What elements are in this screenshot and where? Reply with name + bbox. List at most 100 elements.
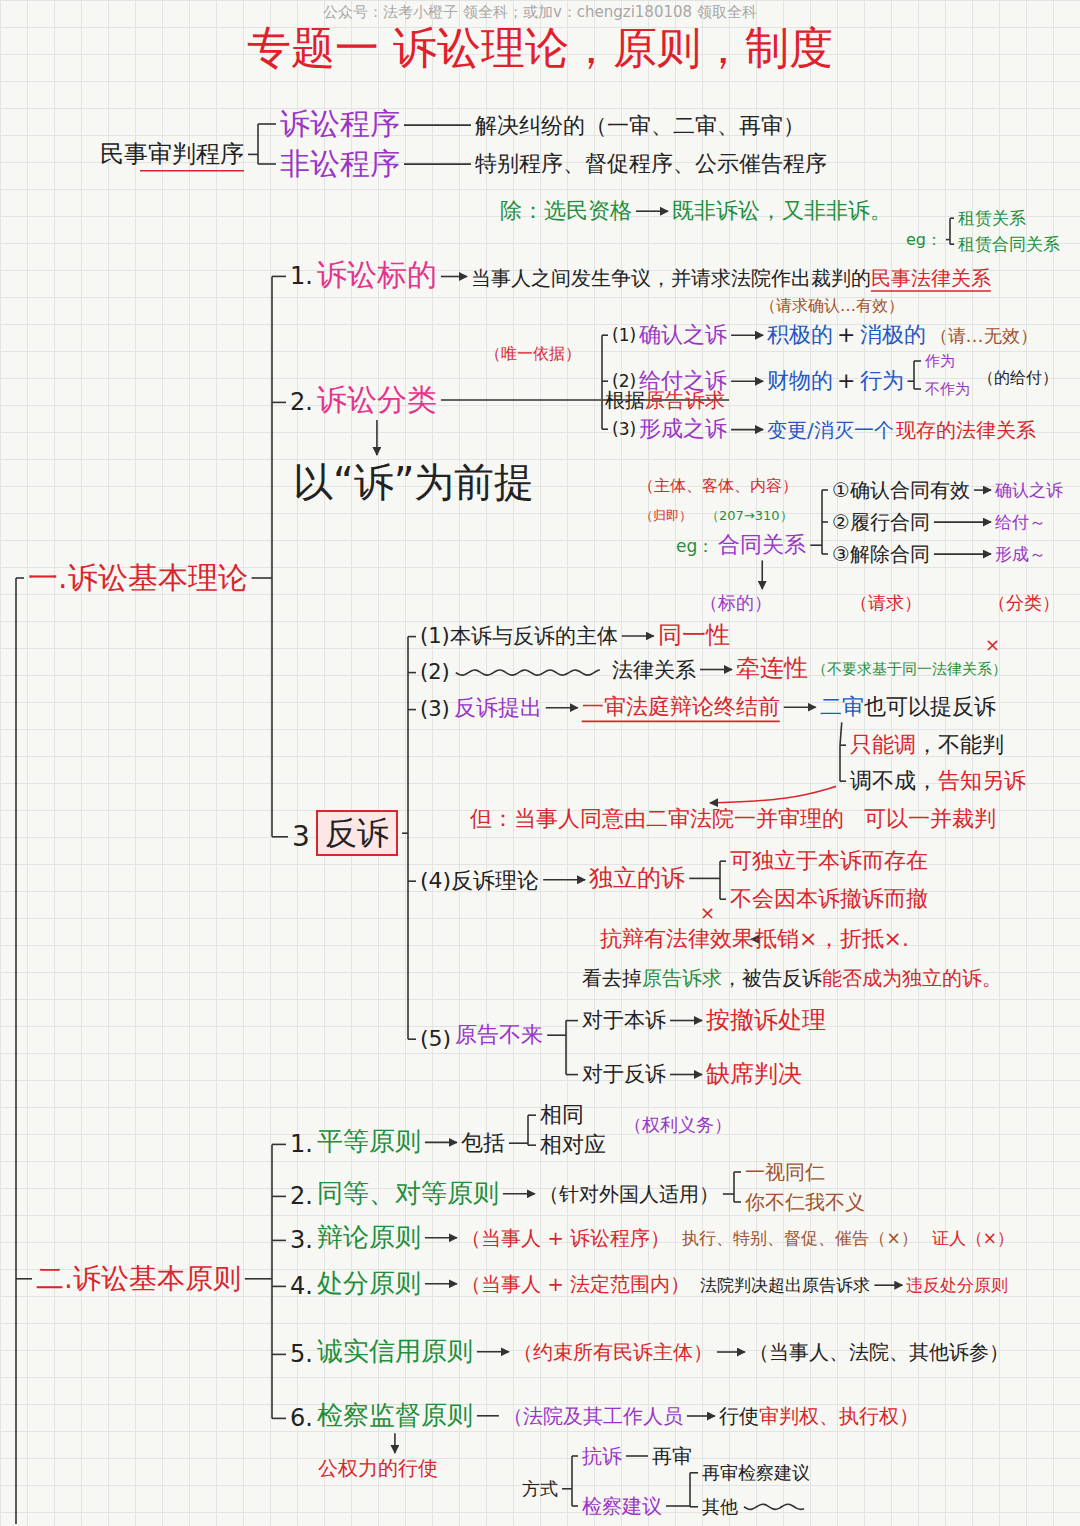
note-text: 可独立于本诉而存在: [730, 848, 928, 874]
note-text: 不作为: [925, 380, 970, 398]
note-text: 租赁合同关系: [958, 234, 1060, 254]
note-text: 反诉提出: [454, 695, 542, 721]
bracket-tick: [16, 577, 24, 579]
note-text: 只能调: [850, 732, 916, 758]
bracket-tick: [408, 1038, 416, 1040]
bracket-tick: [734, 1201, 741, 1203]
bracket-tick: [602, 428, 608, 430]
bracket-stem: [562, 1488, 572, 1490]
note-text: 辩论原则: [317, 1222, 421, 1253]
note-text: 你不仁我不义: [745, 1190, 865, 1214]
bracket-tick: [822, 521, 828, 523]
note-text: 违反处分原则: [906, 1275, 1008, 1295]
note-text: +: [837, 368, 855, 394]
note-text: 3.: [290, 1226, 313, 1255]
bracket-tick: [528, 1144, 536, 1146]
bracket-tick: [840, 780, 846, 782]
note-text: (2): [612, 371, 636, 391]
down-stem: [840, 722, 842, 745]
note-text: (3): [612, 419, 636, 439]
wavy-line: [744, 1504, 804, 1509]
bracket-tick: [840, 744, 846, 746]
underline: [871, 290, 991, 292]
note-text: (3): [420, 697, 450, 722]
bracket-line: [565, 1021, 567, 1075]
bracket-stem: [946, 239, 950, 241]
note-text: 法院判决超出原告诉求: [700, 1275, 870, 1295]
page-title: 专题一 诉讼理论，原则，制度: [0, 22, 1080, 75]
bracket-tick: [528, 1114, 536, 1116]
note-text: 但：当事人同意由二审法院一并审理的: [470, 806, 844, 832]
arrow: [503, 1193, 535, 1195]
note-text: 5.: [290, 1340, 313, 1369]
bracket-stem: [248, 154, 258, 156]
arrow: [425, 1142, 457, 1144]
bracket-tick: [566, 1074, 578, 1076]
arrow: [425, 1283, 457, 1285]
bracket-stem: [908, 380, 914, 382]
arrow: [974, 489, 991, 491]
note-text: 诉讼标的: [317, 257, 437, 293]
note-text: 也可以提反诉: [864, 694, 996, 720]
note-text: 原告不来: [455, 1022, 543, 1048]
bracket-tick: [272, 402, 286, 404]
note-text: 其他: [702, 1496, 738, 1518]
underline: [140, 170, 244, 172]
bracket-tick: [950, 243, 954, 245]
note-text: (5): [420, 1026, 451, 1052]
note-text: （分类）: [988, 592, 1060, 614]
note-text: （请…无效）: [930, 325, 1038, 347]
bracket-line: [15, 578, 17, 1524]
note-text: eg：: [906, 230, 942, 249]
bracket-tick: [720, 860, 726, 862]
bracket-tick: [690, 1472, 698, 1474]
note-text: 平等原则: [317, 1126, 421, 1157]
note-text: 诉讼程序: [280, 106, 400, 142]
note-text: 审判权、执行权）: [759, 1404, 919, 1428]
bracket-tick: [950, 217, 954, 219]
down-arrow: [761, 560, 763, 589]
bracket-tick: [566, 1020, 578, 1022]
bracket-line: [689, 1473, 691, 1507]
note-text: 对于本诉: [582, 1008, 666, 1033]
curved-arrow: [710, 786, 836, 803]
bracket-stem: [723, 1193, 734, 1195]
bracket-line: [407, 637, 409, 1040]
note-text: ，被告反诉: [722, 966, 822, 990]
note-text: 4.: [290, 1272, 313, 1301]
note-text: (1): [612, 325, 636, 345]
bracket-tick: [272, 276, 286, 278]
note-text: 执行、特别、督促、催告（×）: [682, 1228, 917, 1248]
bracket-line: [257, 124, 259, 164]
note-text: 给付之诉: [639, 368, 727, 394]
bracket-line: [271, 276, 273, 836]
note-text: 作为: [925, 352, 955, 370]
arrow: [622, 635, 654, 637]
note-text: 二.诉讼基本原则: [36, 1262, 241, 1296]
note-text: 既非诉讼，又非非诉。: [672, 198, 892, 224]
bracket-line: [527, 1115, 529, 1145]
bracket-tick: [720, 898, 726, 900]
note-text: 告知另诉: [938, 768, 1026, 794]
note-text: 确认之诉: [995, 480, 1063, 500]
note-text: （归即）: [640, 508, 692, 524]
note-text: 不会因本诉撤诉而撤: [730, 886, 928, 912]
bracket-line: [719, 861, 721, 899]
note-text: （当事人 + 诉讼程序）: [461, 1226, 670, 1250]
bracket-stem: [547, 1034, 566, 1036]
bracket-line: [271, 1144, 273, 1418]
note-text: 按撤诉处理: [706, 1006, 826, 1035]
note-text: 同一性: [658, 621, 730, 650]
note-text: 变更/消灭一个: [767, 418, 894, 442]
arrow: [717, 1351, 745, 1353]
note-text: 法律关系: [612, 658, 696, 683]
bracket-tick: [822, 489, 828, 491]
down-arrow: [376, 420, 378, 455]
note-text: 财物的: [767, 368, 833, 394]
bracket-line: [733, 1172, 735, 1202]
note-text: ②履行合同: [832, 510, 930, 534]
note-text: 相同: [540, 1102, 584, 1128]
note-text: 抗辩有法律效果: [600, 926, 754, 952]
